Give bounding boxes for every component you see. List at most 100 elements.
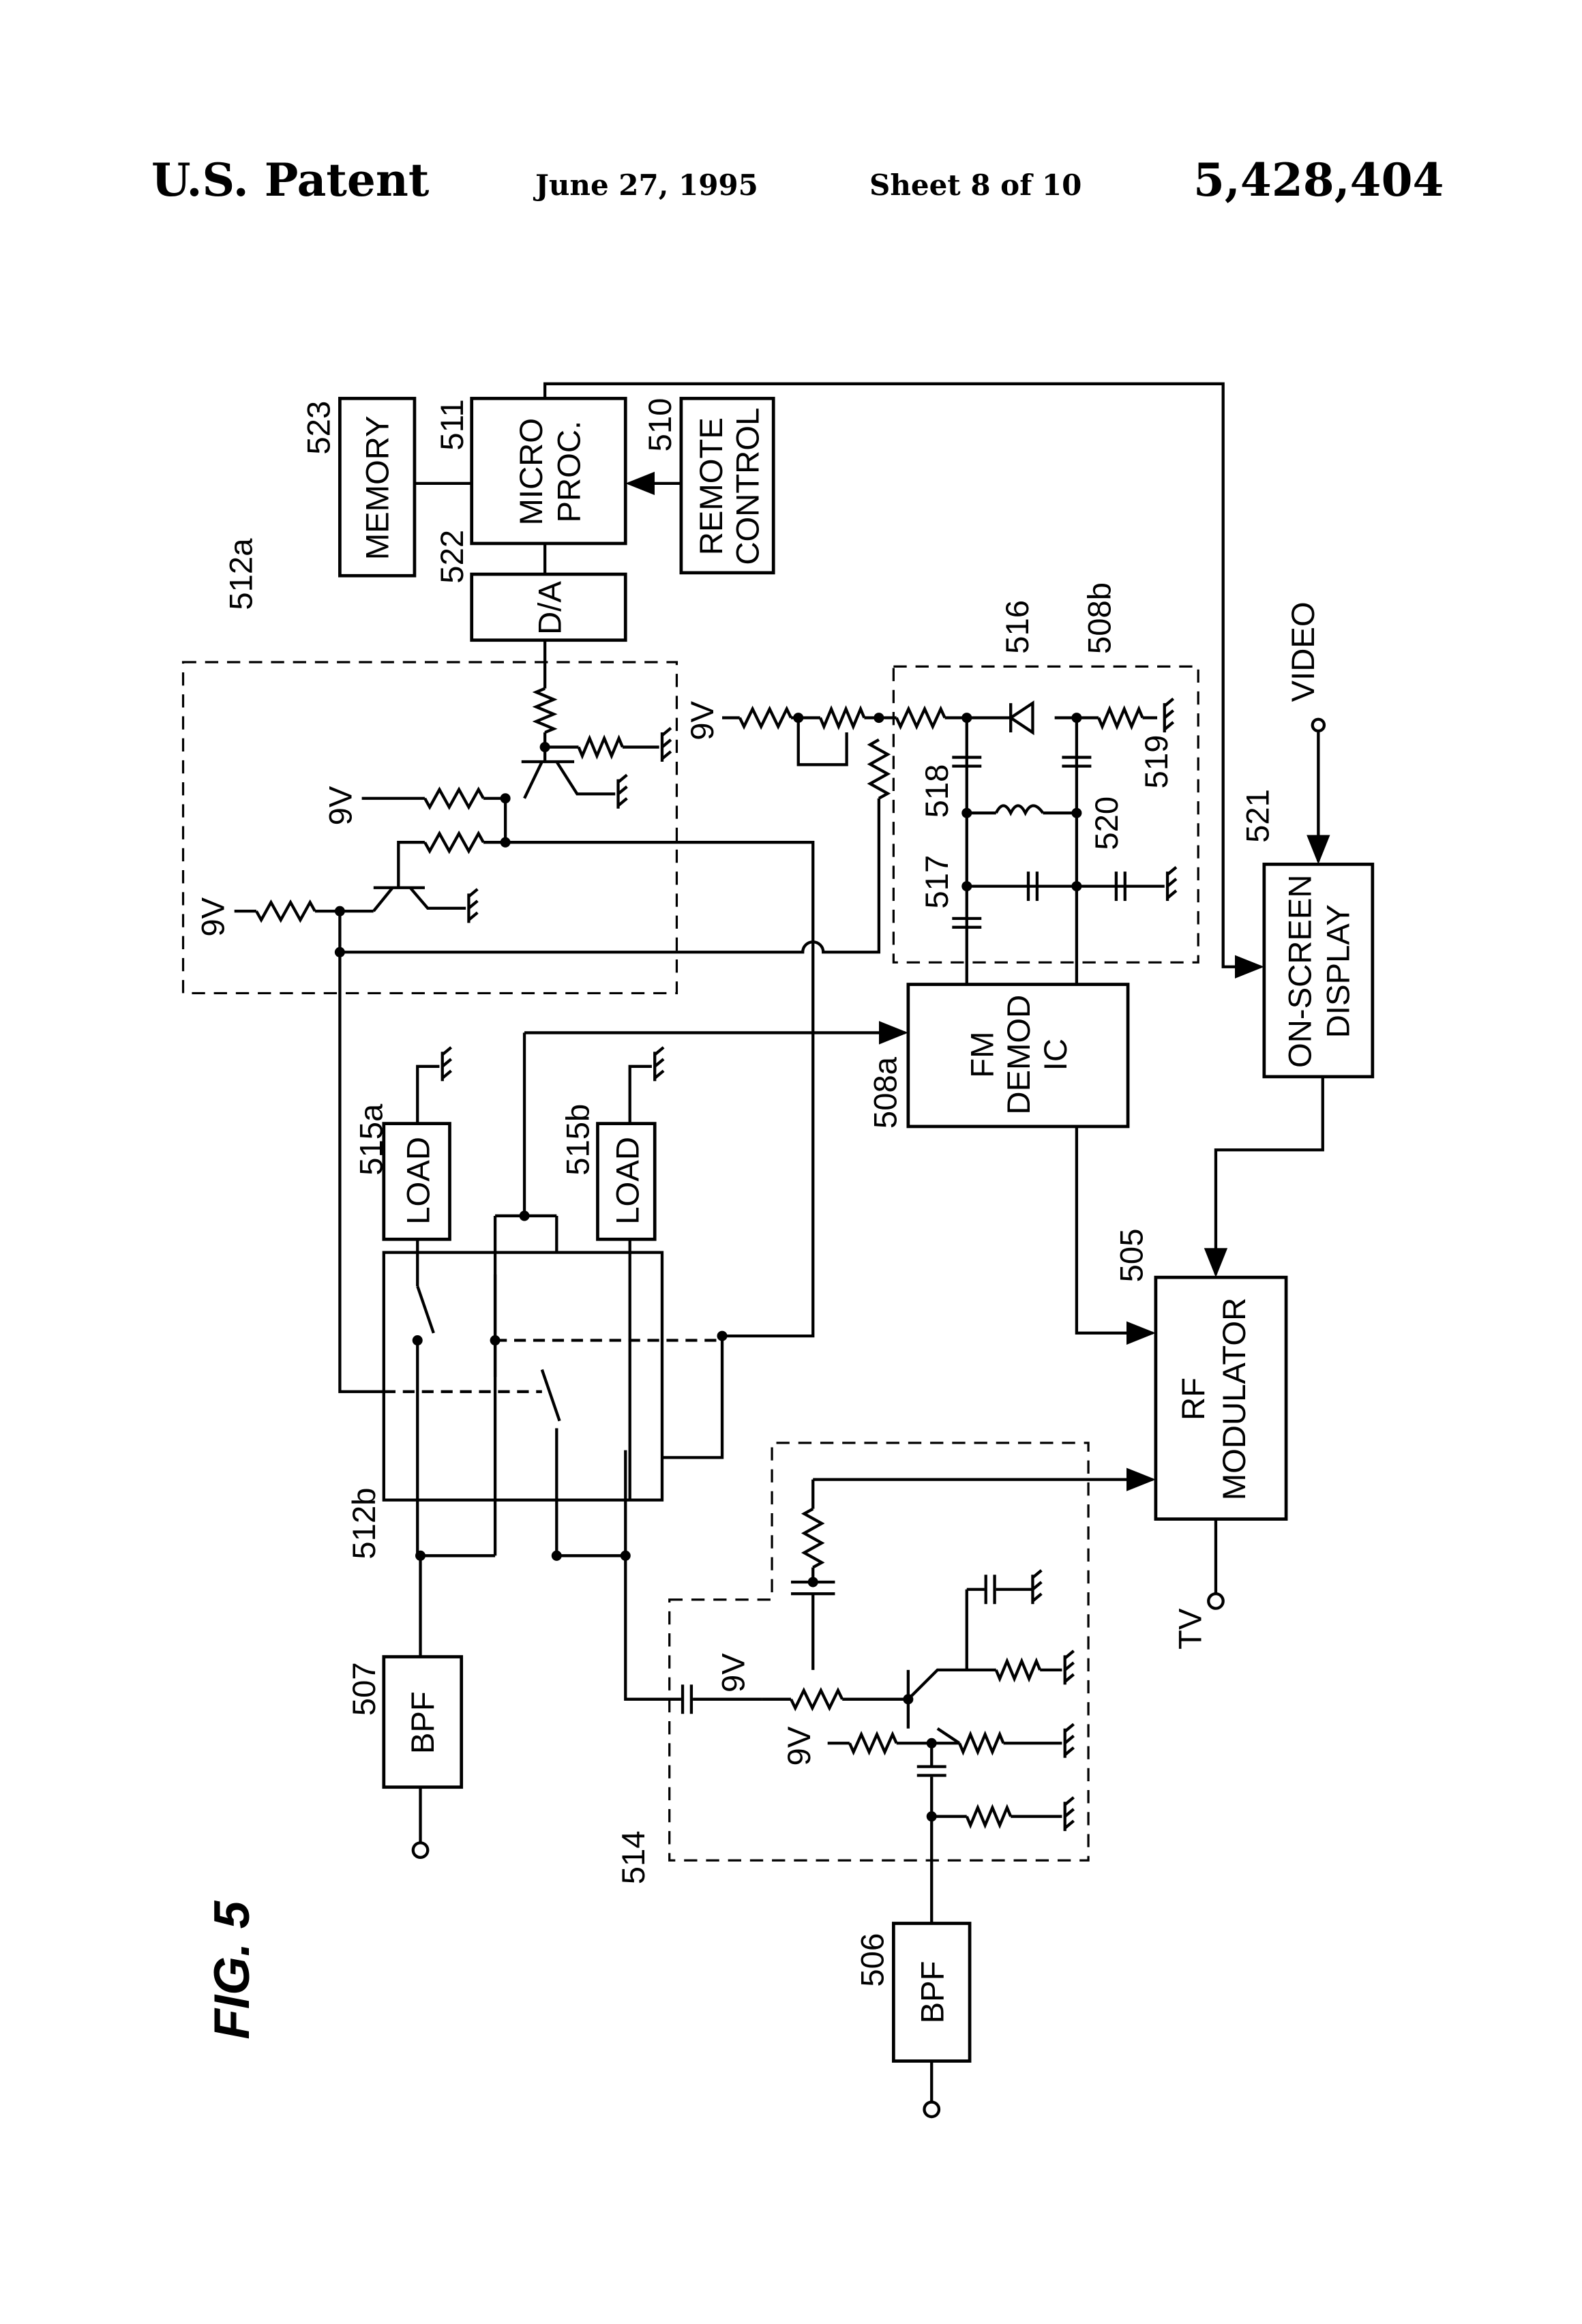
resistor-icon — [579, 739, 623, 756]
reference-numerals: 523 511 510 522 512a 516 508b 518 517 52… — [223, 398, 1276, 1987]
ground-icon — [662, 728, 671, 762]
junction-node — [1071, 881, 1081, 891]
junction-node — [415, 1551, 426, 1561]
junction-node — [501, 793, 511, 803]
svg-text:DEMOD: DEMOD — [1001, 995, 1037, 1115]
svg-text:D/A: D/A — [533, 581, 569, 635]
resistor-icon — [1099, 709, 1142, 727]
junction-node — [621, 1551, 631, 1561]
ground-icon — [1032, 1570, 1041, 1604]
svg-text:519: 519 — [1139, 735, 1175, 789]
da-converter-block: D/A — [472, 574, 626, 640]
ground-icon — [1065, 1724, 1074, 1757]
svg-text:518: 518 — [919, 764, 955, 818]
resistor-icon — [850, 1734, 897, 1752]
svg-text:9V: 9V — [196, 897, 232, 936]
junction-node — [961, 881, 972, 891]
junction-node — [335, 947, 345, 957]
junction-node — [501, 837, 511, 848]
junction-node — [808, 1577, 818, 1587]
junction-node — [961, 713, 972, 723]
resistor-icon — [870, 740, 888, 799]
svg-text:DISPLAY: DISPLAY — [1320, 904, 1356, 1038]
dashed-region-512a — [183, 662, 677, 993]
svg-text:512b: 512b — [346, 1487, 383, 1559]
resistor-icon — [791, 1690, 842, 1708]
svg-text:CONTROL: CONTROL — [730, 408, 766, 565]
svg-text:MEMORY: MEMORY — [359, 415, 395, 560]
junction-node — [413, 1335, 423, 1345]
junction-node — [961, 808, 972, 818]
ground-icon — [1167, 867, 1176, 901]
svg-text:9V: 9V — [685, 700, 721, 740]
junction-node — [717, 1331, 728, 1341]
ground-icon — [1065, 1651, 1074, 1684]
inductor-icon — [996, 805, 1043, 813]
junction-node — [520, 1210, 530, 1221]
svg-text:516: 516 — [1000, 600, 1036, 654]
memory-block: MEMORY — [340, 398, 415, 576]
junction-node — [927, 1738, 937, 1748]
svg-text:RF: RF — [1176, 1377, 1212, 1420]
diode-icon — [1011, 703, 1032, 732]
junction-node — [793, 713, 803, 723]
resistor-icon — [996, 1661, 1040, 1679]
svg-text:REMOTE: REMOTE — [693, 417, 730, 555]
svg-text:515b: 515b — [561, 1104, 597, 1176]
svg-text:508a: 508a — [868, 1056, 904, 1129]
fm-demod-ic-block: FMDEMODIC — [908, 985, 1128, 1127]
ground-icon — [1165, 699, 1174, 732]
svg-text:BPF: BPF — [405, 1691, 441, 1754]
svg-text:512a: 512a — [223, 538, 259, 610]
svg-text:9V: 9V — [323, 786, 359, 825]
on-screen-display-block: ON-SCREENDISPLAY — [1264, 864, 1373, 1076]
svg-text:9V: 9V — [781, 1726, 818, 1766]
svg-text:522: 522 — [434, 530, 471, 584]
svg-text:ON-SCREEN: ON-SCREEN — [1283, 874, 1319, 1068]
svg-text:BPF: BPF — [914, 1961, 951, 2023]
resistor-icon — [959, 1734, 1003, 1752]
ground-icon — [618, 775, 627, 808]
junction-node — [540, 742, 550, 752]
load-515b-block: LOAD — [597, 1124, 655, 1240]
capacitor-icon — [986, 1575, 995, 1604]
switch-block-512b — [384, 1253, 662, 1500]
junction-node — [903, 1694, 913, 1704]
load-515a-block: LOAD — [384, 1124, 450, 1240]
bpf-507-block: BPF — [384, 1657, 462, 1787]
junction-node — [1071, 713, 1081, 723]
resistor-icon — [967, 1808, 1011, 1826]
ground-icon — [1065, 1798, 1074, 1831]
rf-modulator-block: RFMODULATOR — [1156, 1277, 1286, 1519]
svg-text:505: 505 — [1114, 1229, 1150, 1283]
svg-text:MODULATOR: MODULATOR — [1217, 1298, 1253, 1501]
resistor-icon — [425, 833, 483, 851]
wires — [235, 384, 1323, 2102]
svg-text:520: 520 — [1089, 796, 1125, 850]
resistor-icon — [256, 902, 315, 920]
svg-text:TV: TV — [1172, 1608, 1208, 1650]
resistor-icon — [740, 709, 791, 727]
svg-text:PROC.: PROC. — [552, 421, 588, 523]
svg-text:LOAD: LOAD — [400, 1137, 436, 1225]
capacitor-icon — [683, 1684, 691, 1714]
svg-text:521: 521 — [1240, 789, 1276, 843]
ground-icon — [655, 1047, 663, 1081]
svg-text:MICRO: MICRO — [513, 418, 550, 526]
ground-icon — [468, 889, 477, 923]
junction-node — [927, 1811, 937, 1821]
remote-control-block: REMOTECONTROL — [681, 398, 773, 573]
bpf-506-block: BPF — [893, 1923, 970, 2061]
svg-text:IC: IC — [1038, 1039, 1074, 1071]
resistor-icon — [804, 1509, 822, 1568]
svg-text:508b: 508b — [1081, 582, 1118, 654]
resistor-icon — [425, 790, 483, 807]
resistor-icon — [897, 709, 945, 727]
junction-node — [490, 1335, 501, 1345]
dashed-region-514 — [670, 1443, 1088, 1860]
resistor-icon — [820, 709, 864, 727]
figure-label: FIG. 5 — [205, 1900, 260, 2039]
svg-text:507: 507 — [346, 1662, 383, 1716]
junction-node — [335, 906, 345, 917]
svg-text:515a: 515a — [354, 1103, 390, 1176]
